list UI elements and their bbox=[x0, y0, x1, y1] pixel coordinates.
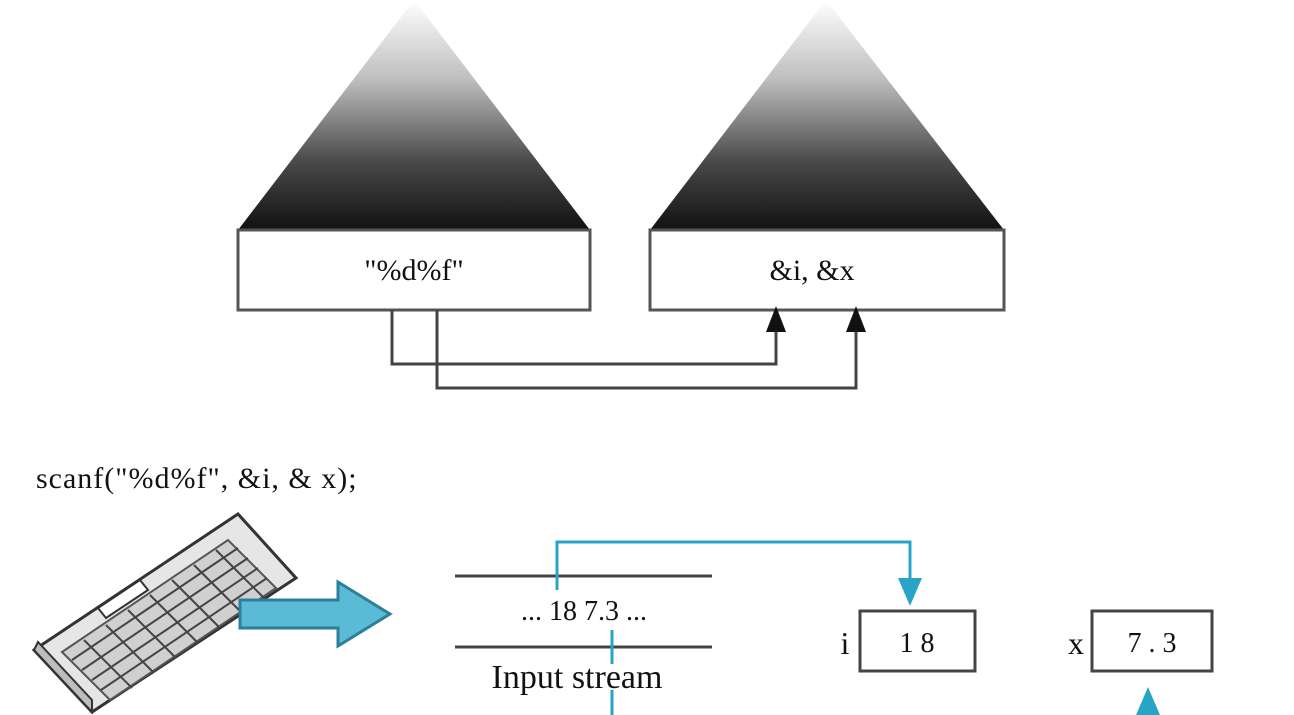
scanf-code-line: scanf("%d%f", &i, & x); bbox=[36, 462, 358, 495]
variable-x-name: x bbox=[1068, 625, 1084, 661]
input-stream: ... 18 7.3 ... Input stream bbox=[455, 574, 712, 696]
keyboard-to-stream-arrow bbox=[238, 579, 393, 649]
stream-flow-lines bbox=[555, 540, 912, 715]
format-triangle bbox=[238, 0, 590, 230]
format-string-group: "%d%f" bbox=[236, 0, 592, 312]
format-string-box bbox=[236, 228, 592, 312]
arrowhead-i bbox=[766, 306, 786, 332]
variable-i-box bbox=[858, 609, 977, 673]
flow-arrowhead-i bbox=[898, 578, 922, 606]
address-triangle bbox=[650, 0, 1004, 230]
flow-18-to-i bbox=[555, 540, 912, 590]
connector-d-to-i bbox=[390, 310, 778, 366]
variable-i-name: i bbox=[841, 625, 850, 661]
keyboard-icon bbox=[31, 512, 299, 715]
variable-x-value: 7 . 3 bbox=[1128, 628, 1177, 659]
specifier-connectors bbox=[390, 310, 858, 390]
variable-i: i 1 8 bbox=[841, 609, 977, 673]
variable-x: x 7 . 3 bbox=[1068, 609, 1214, 673]
address-list-label: &i, &x bbox=[769, 254, 854, 287]
address-list-group: &i, &x bbox=[648, 0, 1006, 312]
stream-label: Input stream bbox=[492, 659, 663, 696]
arrowhead-x bbox=[846, 306, 866, 332]
connector-f-to-x bbox=[435, 310, 858, 390]
address-list-box bbox=[648, 228, 1006, 312]
flow-arrowhead-x bbox=[1136, 687, 1160, 715]
variable-x-box bbox=[1090, 609, 1214, 673]
format-string-label: "%d%f" bbox=[364, 254, 463, 287]
variable-i-value: 1 8 bbox=[900, 628, 935, 659]
stream-content: ... 18 7.3 ... bbox=[521, 596, 647, 627]
